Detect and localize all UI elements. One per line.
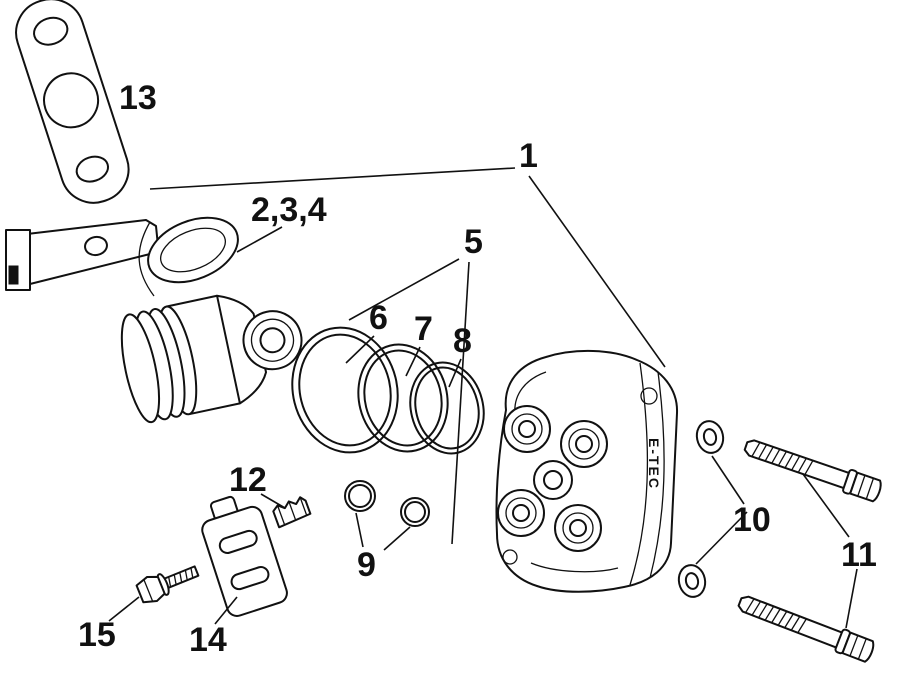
- part-label-7: 7: [414, 310, 433, 348]
- o-ring-7: [357, 343, 449, 453]
- leader-10-top: [711, 455, 745, 505]
- leader-15: [108, 596, 140, 622]
- leader-7: [405, 346, 421, 377]
- mounting-bracket-arm: [5, 219, 159, 297]
- part-label-11: 11: [841, 536, 877, 574]
- leader-9-left: [355, 512, 364, 548]
- leader-lines: [108, 167, 858, 629]
- leader-11-bottom: [845, 568, 858, 629]
- injector-housing: E-TEC: [495, 350, 679, 593]
- leader-234: [236, 226, 283, 253]
- leader-10-bottom: [695, 511, 748, 565]
- hex-screw-15: [135, 565, 200, 604]
- leader-9-right: [383, 526, 411, 551]
- part-labels: 13 2,3,4 1 5 6 7 8 9 10 11 12 14 15: [78, 79, 877, 659]
- part-label-14: 14: [189, 621, 227, 659]
- bracket-plate-14: [201, 495, 288, 617]
- leader-14: [214, 596, 238, 625]
- leader-1: [528, 175, 666, 368]
- part-label-5: 5: [464, 223, 483, 261]
- leader-5-right: [451, 261, 470, 545]
- part-label-234: 2,3,4: [251, 191, 327, 229]
- part-label-10: 10: [733, 501, 771, 539]
- washer-top-10: [695, 420, 725, 454]
- housing-engraving-text: E-TEC: [646, 438, 662, 490]
- part-label-9: 9: [357, 546, 376, 584]
- washer-bottom-10: [677, 564, 707, 598]
- part-label-1: 1: [519, 137, 538, 175]
- leader-11-top: [802, 473, 850, 538]
- leader-8: [448, 358, 462, 388]
- bolt-top-11: [743, 439, 882, 503]
- part-label-6: 6: [369, 299, 388, 337]
- part-label-13: 13: [119, 79, 157, 117]
- part-label-8: 8: [453, 322, 472, 360]
- leader-12: [260, 493, 286, 509]
- leader-1-span: [149, 167, 516, 190]
- gasket-part-13: [15, 0, 130, 204]
- leader-5-left: [348, 258, 460, 321]
- retainer-clip-12: [272, 496, 312, 529]
- bolt-bottom-11: [737, 595, 875, 663]
- injector-connector: [147, 216, 239, 284]
- injector-body: [120, 294, 303, 424]
- part-label-12: 12: [229, 461, 267, 499]
- part-label-15: 15: [78, 616, 116, 654]
- o-ring-pair-9: [344, 480, 430, 527]
- o-ring-6: [291, 326, 399, 454]
- leader-6: [345, 335, 375, 364]
